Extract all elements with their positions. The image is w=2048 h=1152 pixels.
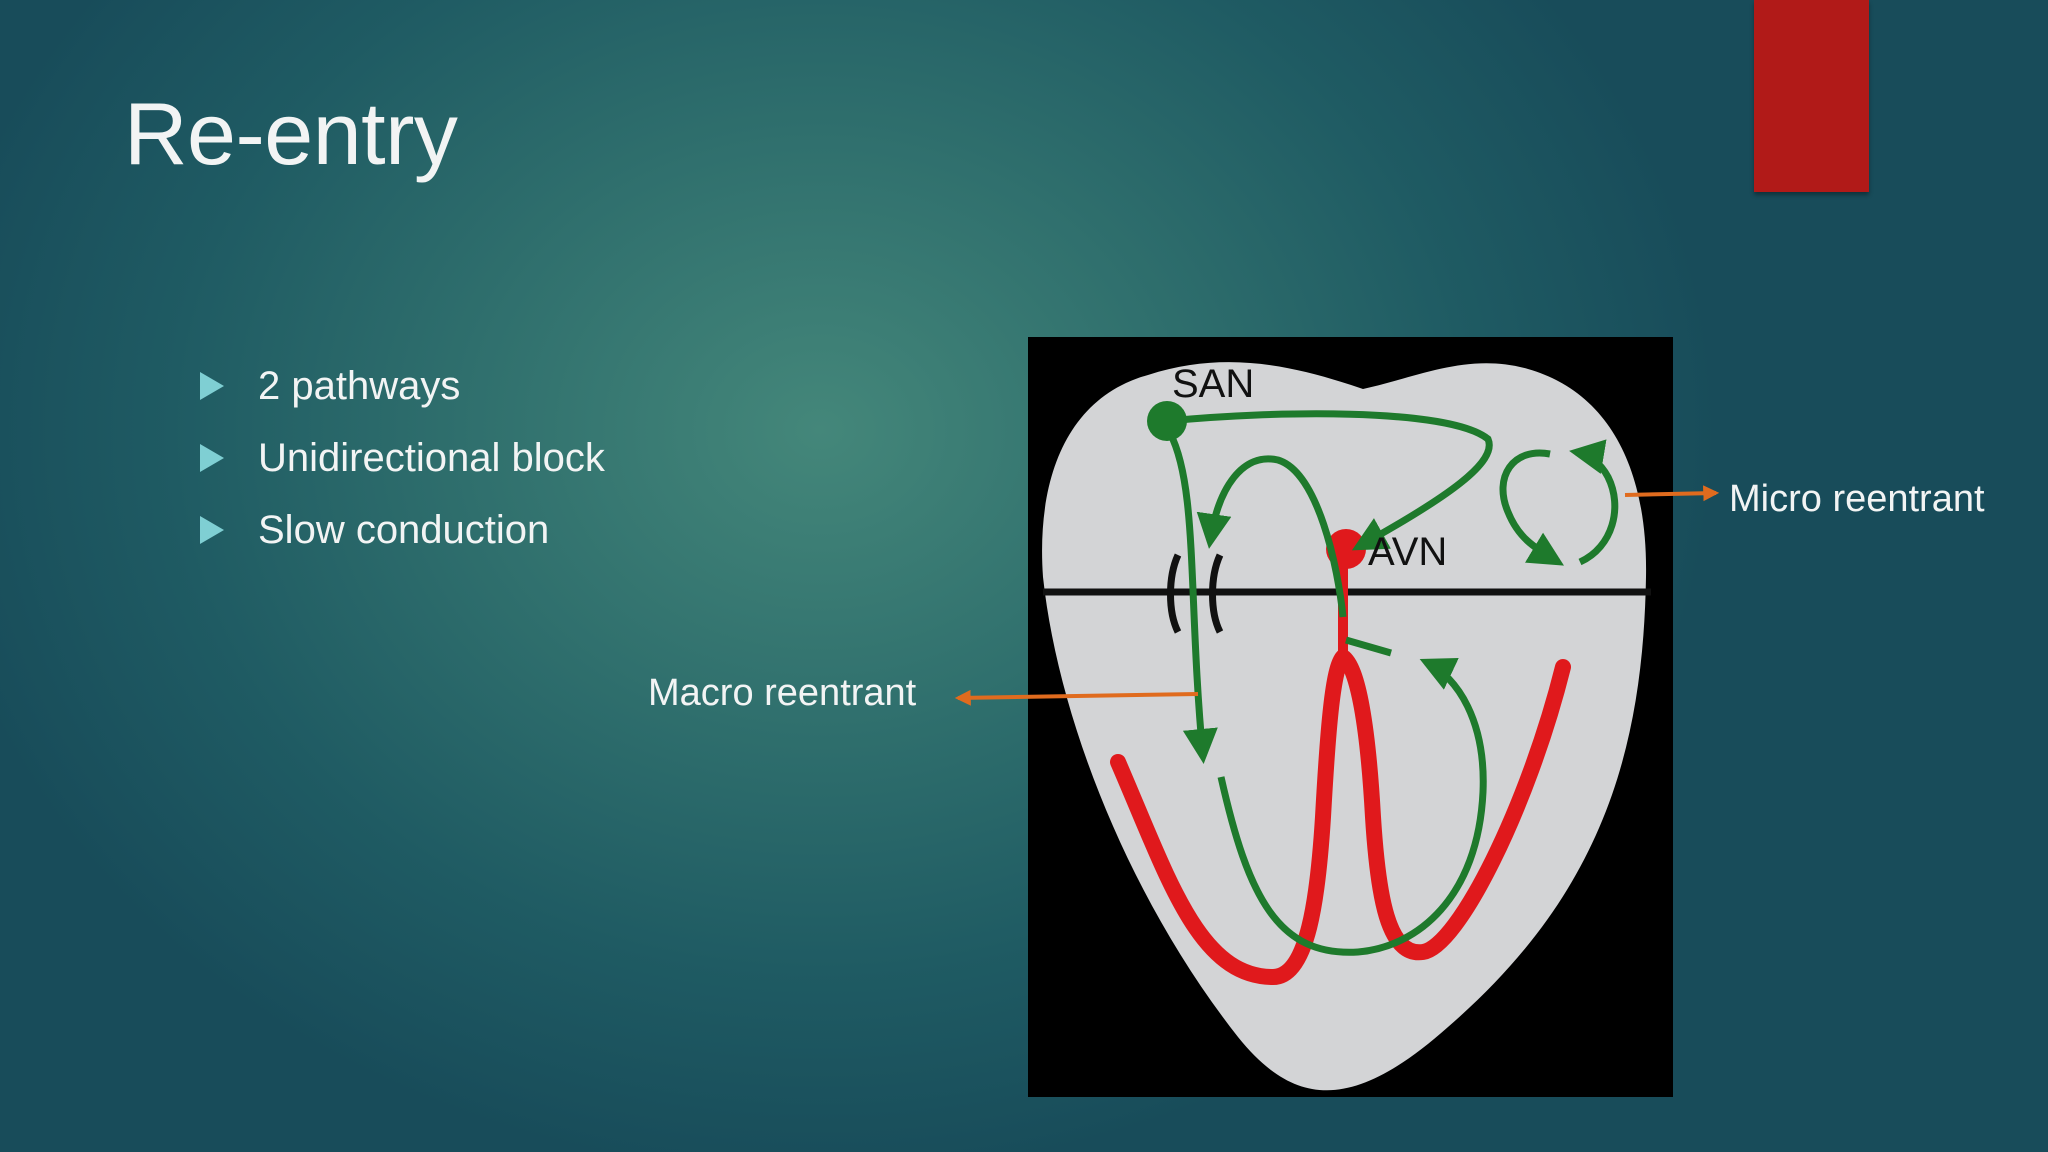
macro-reentrant-label: Macro reentrant [648,672,916,715]
micro-reentrant-label: Micro reentrant [1729,478,1985,521]
macro-callout-arrow [958,694,1198,698]
micro-callout-arrow [1625,493,1716,495]
